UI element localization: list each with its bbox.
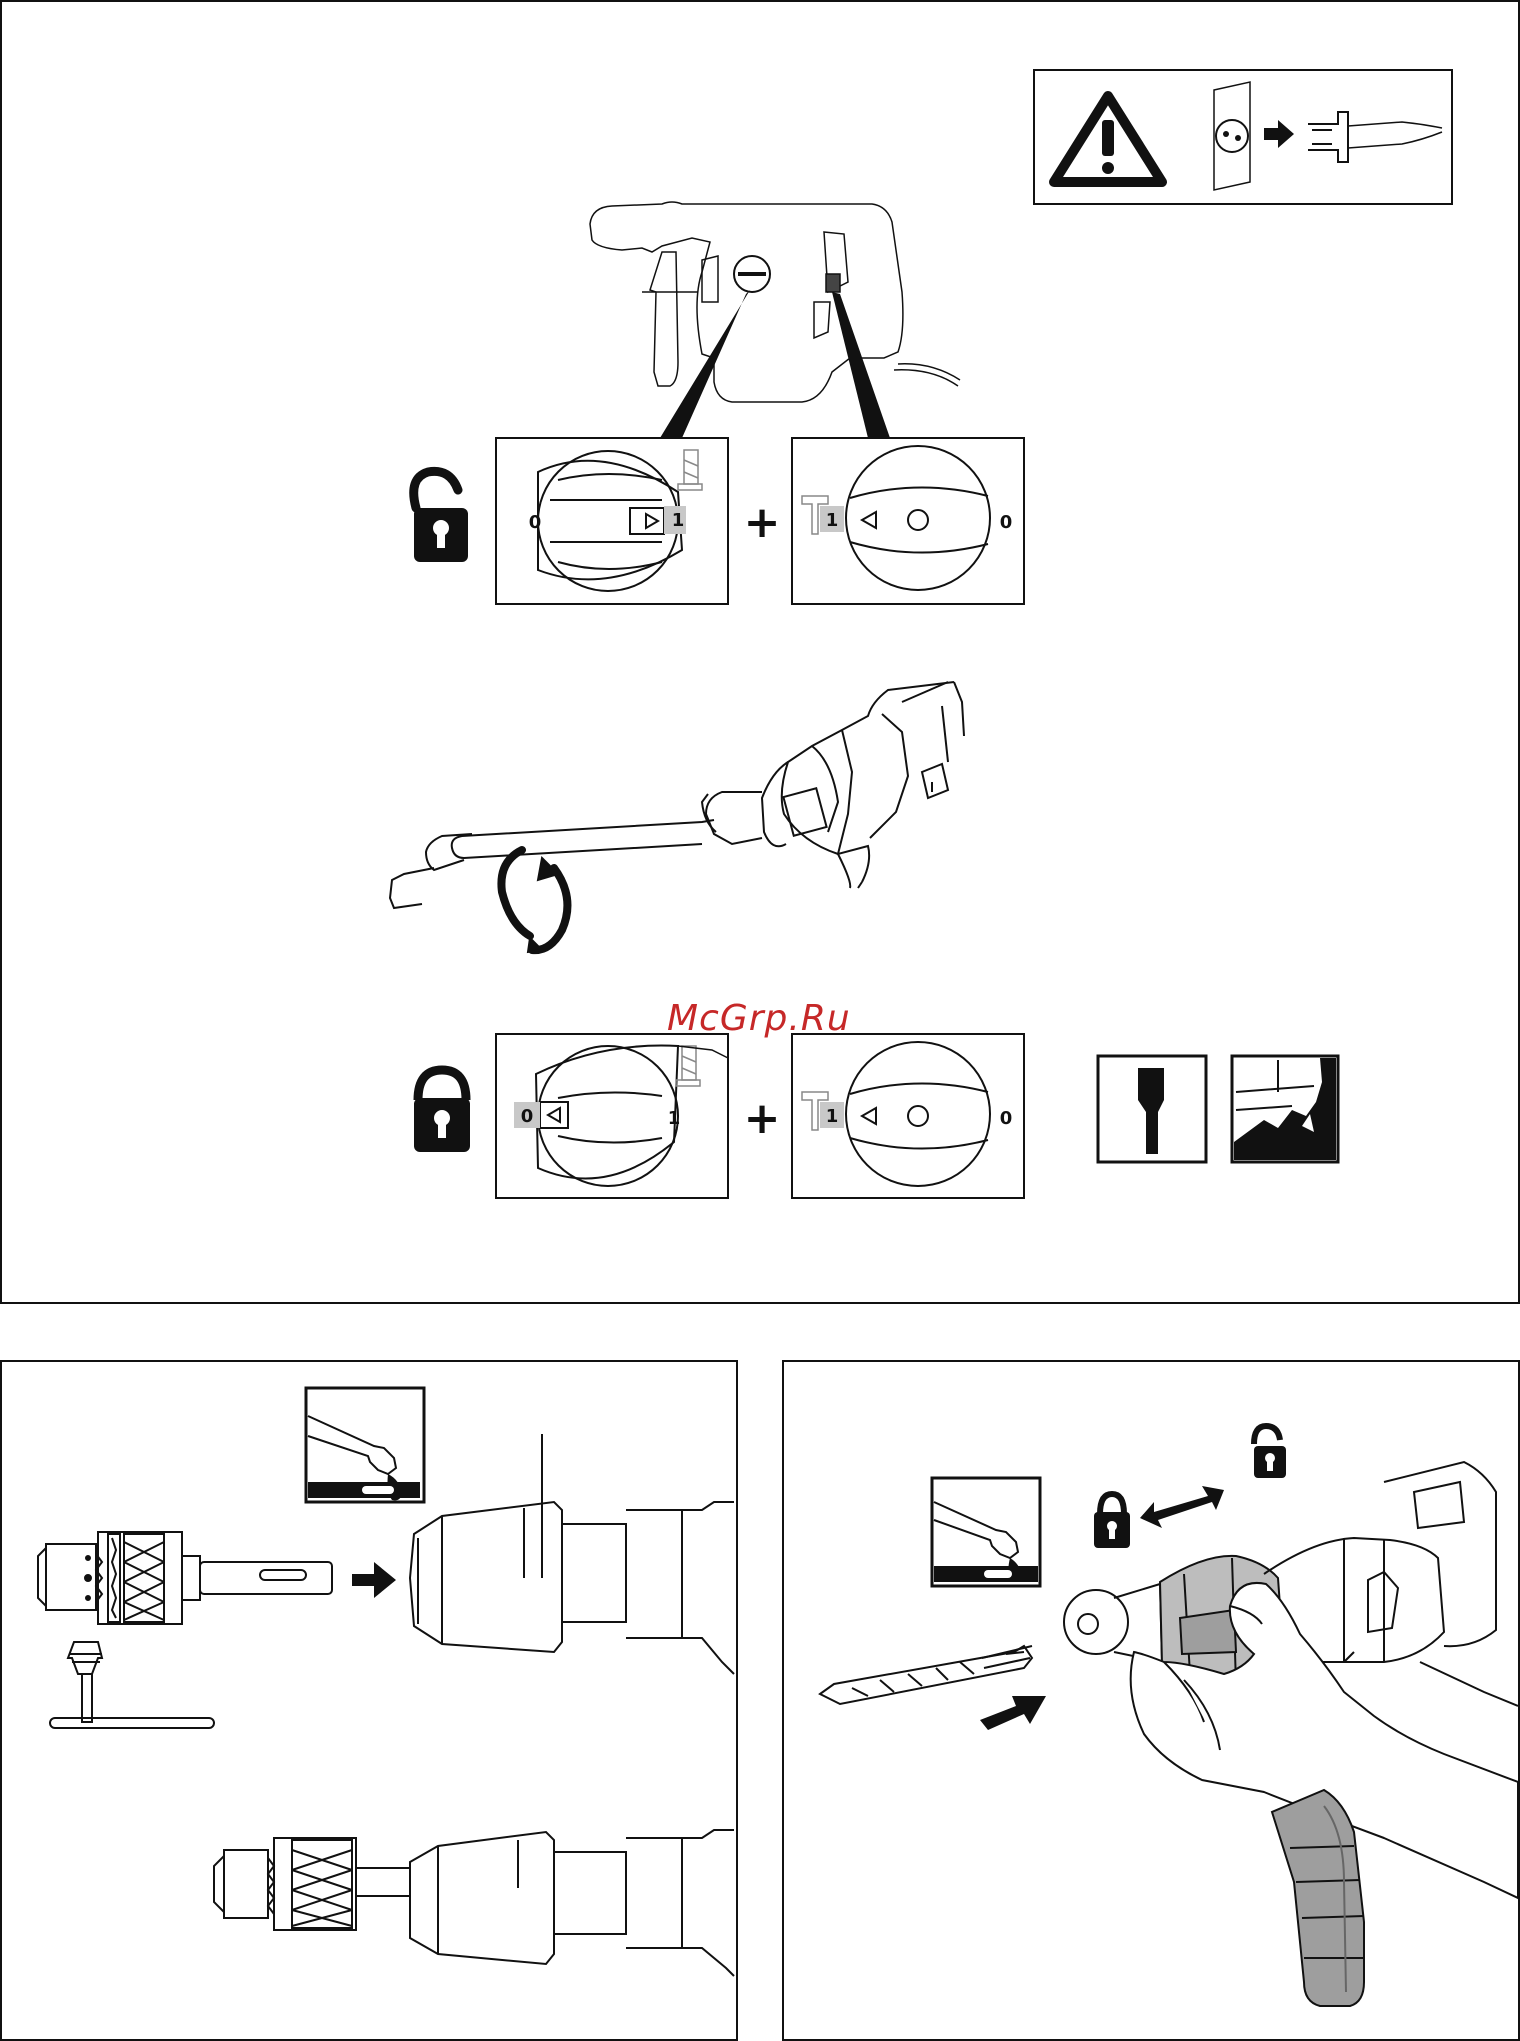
dial-label-off: 0	[1000, 1108, 1013, 1129]
top-panel-illustration: 0 1 + 1 0	[2, 2, 1518, 1302]
dial-label-on: 1	[668, 1108, 681, 1129]
lock-icon	[414, 1070, 470, 1152]
insert-arrow	[980, 1696, 1046, 1730]
dial-label-off: 0	[1000, 512, 1013, 533]
key-chuck-mounted	[214, 1830, 734, 1976]
mode-dial-right-2: 1 0	[792, 1034, 1024, 1198]
dial-label-off: 0	[529, 512, 542, 533]
bottom-left-panel	[0, 1360, 738, 2041]
unplug-warning-box	[1034, 70, 1452, 204]
dial-label-off: 0	[521, 1106, 534, 1127]
bottom-right-panel	[782, 1360, 1520, 2041]
grease-tube-icon	[306, 1388, 424, 1502]
drill-chuck-illustration	[2, 1362, 736, 2039]
chisel-icon	[1098, 1056, 1206, 1162]
dial-label-on: 1	[826, 510, 839, 531]
bit-rotation-illustration	[390, 682, 964, 908]
chuck-key	[50, 1642, 214, 1728]
dial-label-on: 1	[672, 510, 685, 531]
unlock-icon	[1254, 1426, 1286, 1478]
lock-icon	[1094, 1494, 1130, 1548]
grip-handle	[1272, 1790, 1364, 2006]
rotate-icon	[501, 850, 567, 952]
unlock-icon	[414, 471, 468, 562]
plus-sign: +	[744, 497, 781, 548]
mode-dial-left-1: 0 1	[496, 438, 728, 604]
sds-drill-bit	[820, 1646, 1032, 1704]
grease-tube-icon	[932, 1478, 1040, 1586]
sds-bit-insertion-illustration	[784, 1362, 1518, 2039]
mode-dial-left-2: 0 1	[496, 1034, 728, 1198]
mode-dial-right-1: 1 0	[792, 438, 1024, 604]
wall-demolition-icon	[1232, 1056, 1338, 1162]
key-chuck-top	[38, 1532, 332, 1624]
watermark: McGrp.Ru	[667, 998, 851, 1039]
slide-double-arrow	[1140, 1486, 1224, 1528]
hammer-drill-outline	[590, 202, 960, 402]
pointer-left	[660, 290, 750, 438]
top-panel: 0 1 + 1 0	[0, 0, 1520, 1304]
dial-label-on: 1	[826, 1106, 839, 1127]
plus-sign: +	[744, 1093, 781, 1144]
insert-arrow	[352, 1562, 396, 1598]
hammer-front-top	[410, 1434, 734, 1674]
